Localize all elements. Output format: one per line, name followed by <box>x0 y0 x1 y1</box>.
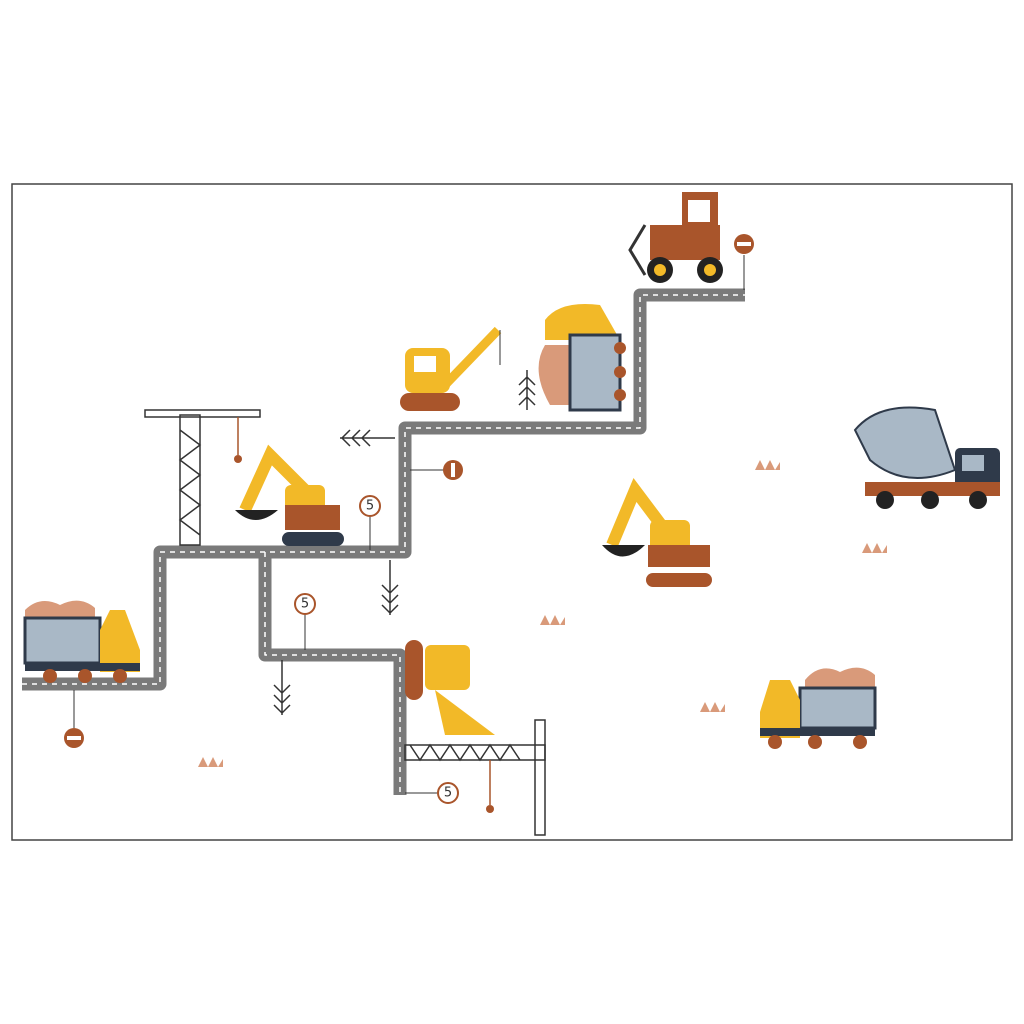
speed-sign-label: 5 <box>366 499 374 514</box>
excavator <box>235 444 344 546</box>
speed-sign-label: 5 <box>301 597 309 612</box>
bulldozer <box>405 640 495 735</box>
tower-crane <box>144 409 261 546</box>
tractor <box>628 192 723 283</box>
no-entry-sign <box>64 690 84 748</box>
speed-sign-label: 5 <box>444 786 452 801</box>
no-entry-sign <box>734 234 754 290</box>
tipper-truck <box>538 304 626 412</box>
arrow-decorations <box>273 370 536 715</box>
stop-sign <box>410 460 463 480</box>
speed-sign: 5 <box>405 782 459 804</box>
tower-crane <box>404 719 546 836</box>
crane-vehicle <box>400 326 502 411</box>
dump-truck <box>23 600 140 683</box>
road <box>22 288 745 795</box>
speed-sign: 5 <box>294 593 316 650</box>
excavator <box>602 478 712 587</box>
speed-sign: 5 <box>359 495 381 550</box>
cement-mixer <box>853 406 1000 509</box>
dump-truck <box>760 667 877 749</box>
grass-tufts <box>198 460 887 767</box>
